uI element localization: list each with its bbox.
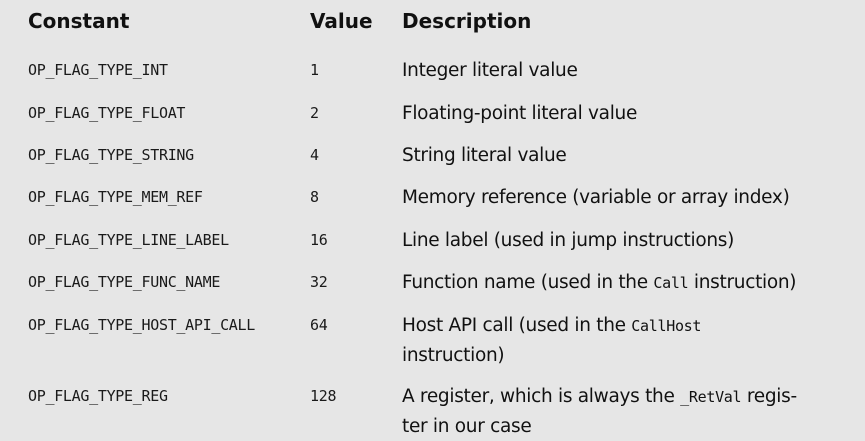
description-line: A register, which is always the _RetVal … xyxy=(402,382,842,412)
value-cell: 4 xyxy=(310,146,319,164)
description-text: Integer literal value xyxy=(402,60,578,81)
description-cell: Integer literal value xyxy=(402,56,842,85)
description-cell: Memory reference (variable or array inde… xyxy=(402,183,842,212)
constant-cell: OP_FLAG_TYPE_FUNC_NAME xyxy=(28,273,221,291)
constant-cell: OP_FLAG_TYPE_INT xyxy=(28,61,168,79)
value-cell: 32 xyxy=(310,273,328,291)
description-line-2: instruction) xyxy=(402,345,505,366)
constant-cell: OP_FLAG_TYPE_STRING xyxy=(28,146,194,164)
description-cell: String literal value xyxy=(402,141,842,170)
code-term: _RetVal xyxy=(680,388,742,406)
description-text: Floating-point literal value xyxy=(402,103,638,124)
header-constant: Constant xyxy=(28,9,130,33)
value-cell: 64 xyxy=(310,316,328,334)
description-text: A register, which is always the xyxy=(402,386,681,407)
constant-cell: OP_FLAG_TYPE_MEM_REF xyxy=(28,188,203,206)
description-cell: Host API call (used in the CallHost inst… xyxy=(402,311,842,370)
description-text: String literal value xyxy=(402,145,567,166)
description-line: Host API call (used in the CallHost xyxy=(402,311,842,341)
description-cell: Floating-point literal value xyxy=(402,99,842,128)
description-cell: Function name (used in the Call instruct… xyxy=(402,268,842,298)
header-value: Value xyxy=(310,9,373,33)
description-text: Memory reference (variable or array inde… xyxy=(402,187,790,208)
value-cell: 8 xyxy=(310,188,319,206)
value-cell: 2 xyxy=(310,104,319,122)
code-term: Call xyxy=(653,274,689,292)
value-cell: 16 xyxy=(310,231,328,249)
constant-cell: OP_FLAG_TYPE_REG xyxy=(28,387,168,405)
constant-cell: OP_FLAG_TYPE_HOST_API_CALL xyxy=(28,316,256,334)
constant-cell: OP_FLAG_TYPE_FLOAT xyxy=(28,104,186,122)
description-text: Function name (used in the xyxy=(402,272,654,293)
value-cell: 1 xyxy=(310,61,319,79)
code-term: CallHost xyxy=(631,317,702,335)
description-text: Line label (used in jump instructions) xyxy=(402,230,735,251)
description-text: instruction) xyxy=(688,272,797,293)
description-cell: A register, which is always the _RetVal … xyxy=(402,382,842,441)
description-text: regis- xyxy=(741,386,797,407)
description-cell: Line label (used in jump instructions) xyxy=(402,226,842,255)
header-description: Description xyxy=(402,9,532,33)
constant-cell: OP_FLAG_TYPE_LINE_LABEL xyxy=(28,231,229,249)
description-text: Host API call (used in the xyxy=(402,315,632,336)
description-line-2: ter in our case xyxy=(402,416,532,437)
value-cell: 128 xyxy=(310,387,337,405)
description-line: Function name (used in the Call instruct… xyxy=(402,268,842,298)
